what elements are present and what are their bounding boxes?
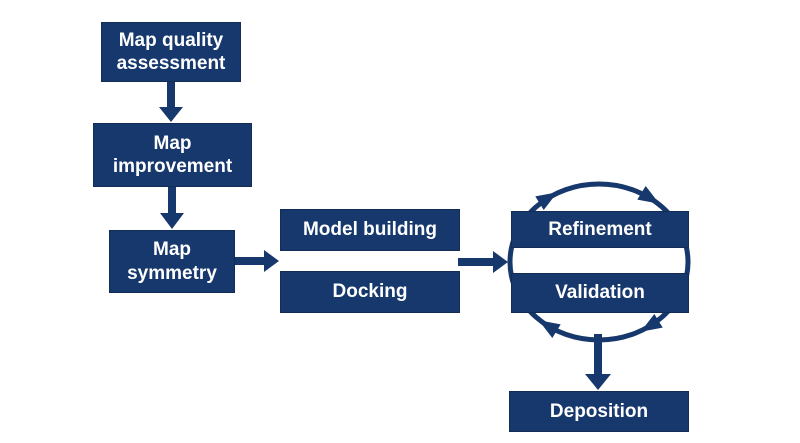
node-model-building: Model building — [280, 209, 460, 251]
cycle-arrowhead-top-left — [535, 192, 558, 211]
node-docking: Docking — [280, 271, 460, 313]
node-map-symmetry: Map symmetry — [109, 230, 235, 293]
arrow-validation-to-deposition — [585, 334, 611, 390]
cycle-arrowhead-bottom-left — [538, 320, 561, 339]
node-refinement: Refinement — [511, 211, 689, 248]
cycle-arrowhead-top-right — [637, 185, 660, 204]
cycle-arrowhead-bottom-right — [640, 313, 663, 332]
node-map-quality-assessment: Map quality assessment — [101, 22, 241, 82]
node-validation: Validation — [511, 273, 689, 313]
arrow-quality-to-improvement — [159, 81, 183, 122]
node-map-improvement: Map improvement — [93, 123, 252, 187]
cycle-ellipse — [507, 181, 691, 343]
refinement-validation-cycle — [507, 181, 691, 343]
arrow-symmetry-to-building — [234, 250, 279, 272]
arrow-building-to-refinement — [458, 251, 508, 273]
node-deposition: Deposition — [509, 391, 689, 432]
arrow-improvement-to-symmetry — [160, 187, 184, 229]
